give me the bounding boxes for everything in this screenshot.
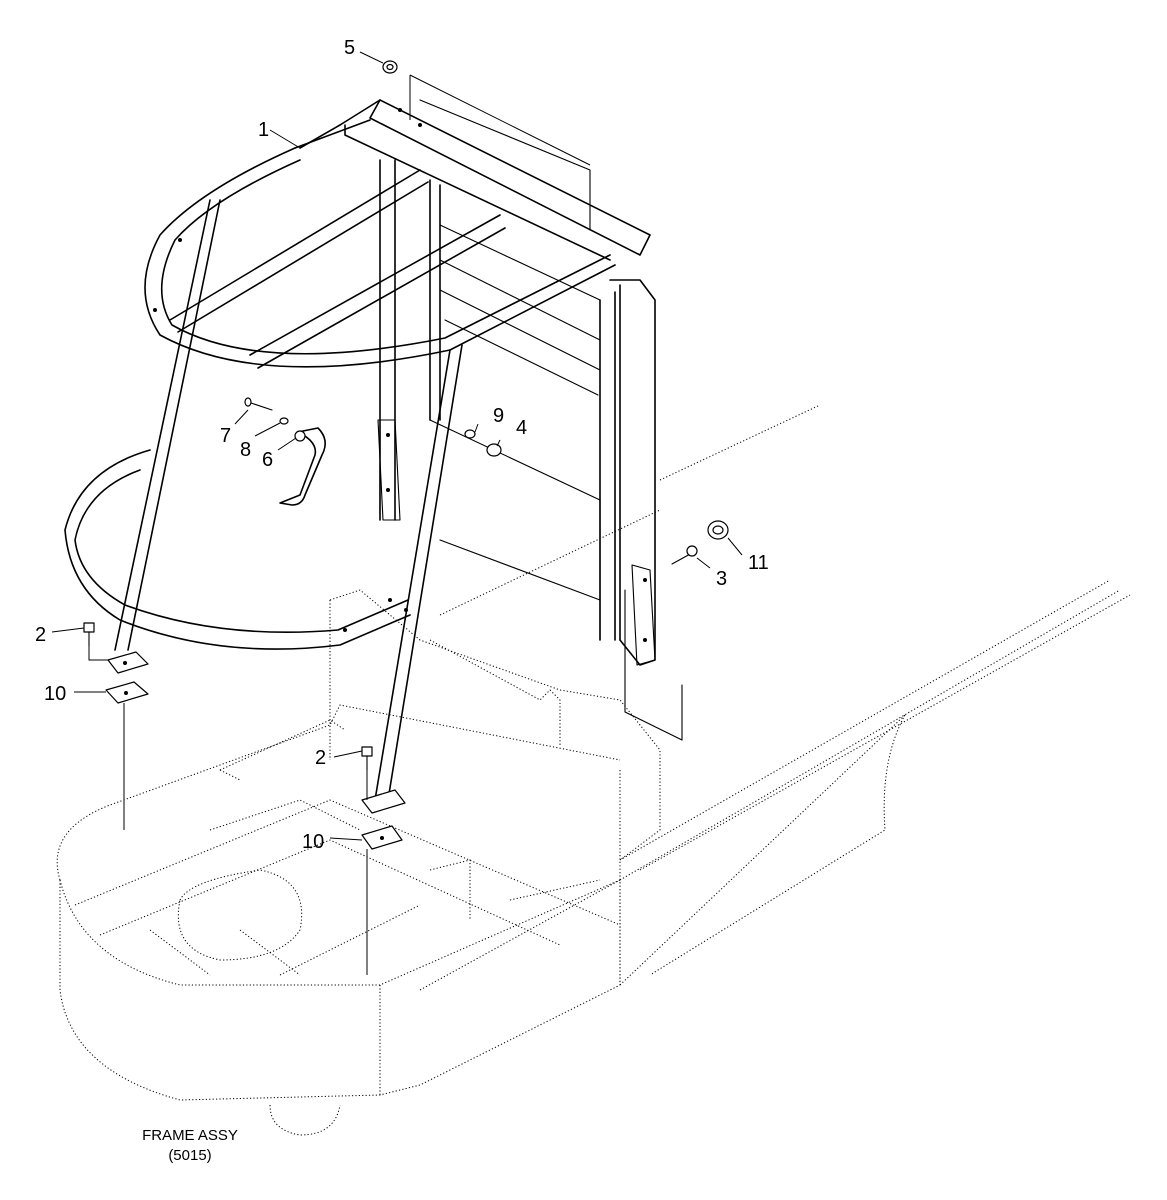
caption-line-2: (5015) xyxy=(168,1147,211,1164)
bolt-2-right xyxy=(361,746,373,771)
bolt-7 xyxy=(244,397,273,411)
callout-labels: 1 5 7 8 6 9 4 3 11 2 10 2 10 xyxy=(35,37,769,853)
washer-8 xyxy=(279,417,289,425)
callout-1: 1 xyxy=(258,119,269,141)
nut-4 xyxy=(486,443,502,457)
plate-10-left xyxy=(105,651,149,704)
callout-8: 8 xyxy=(240,439,251,461)
callout-3: 3 xyxy=(716,568,727,590)
callout-9: 9 xyxy=(493,405,504,427)
callout-7: 7 xyxy=(220,425,231,447)
callout-5: 5 xyxy=(344,37,355,59)
frame-assy-caption: FRAME ASSY (5015) xyxy=(142,1127,238,1164)
overhead-guard-frame xyxy=(64,99,683,801)
plate-10-right xyxy=(361,789,406,850)
callout-4: 4 xyxy=(516,417,527,439)
washer-5 xyxy=(382,60,398,74)
callout-10-left: 10 xyxy=(44,683,66,705)
callout-6: 6 xyxy=(262,449,273,471)
callout-2-left: 2 xyxy=(35,624,46,646)
callout-11: 11 xyxy=(748,552,769,574)
grab-handle xyxy=(279,427,326,506)
bolt-3 xyxy=(671,545,698,565)
bolt-2-left xyxy=(83,622,95,647)
washer-9 xyxy=(464,429,476,439)
caption-line-1: FRAME ASSY xyxy=(142,1127,238,1144)
leader-lines xyxy=(51,51,743,975)
truck-frame-assembly xyxy=(56,404,1131,1136)
grommet-11 xyxy=(707,520,729,540)
callout-10-right: 10 xyxy=(302,831,324,853)
callout-2-right: 2 xyxy=(315,747,326,769)
